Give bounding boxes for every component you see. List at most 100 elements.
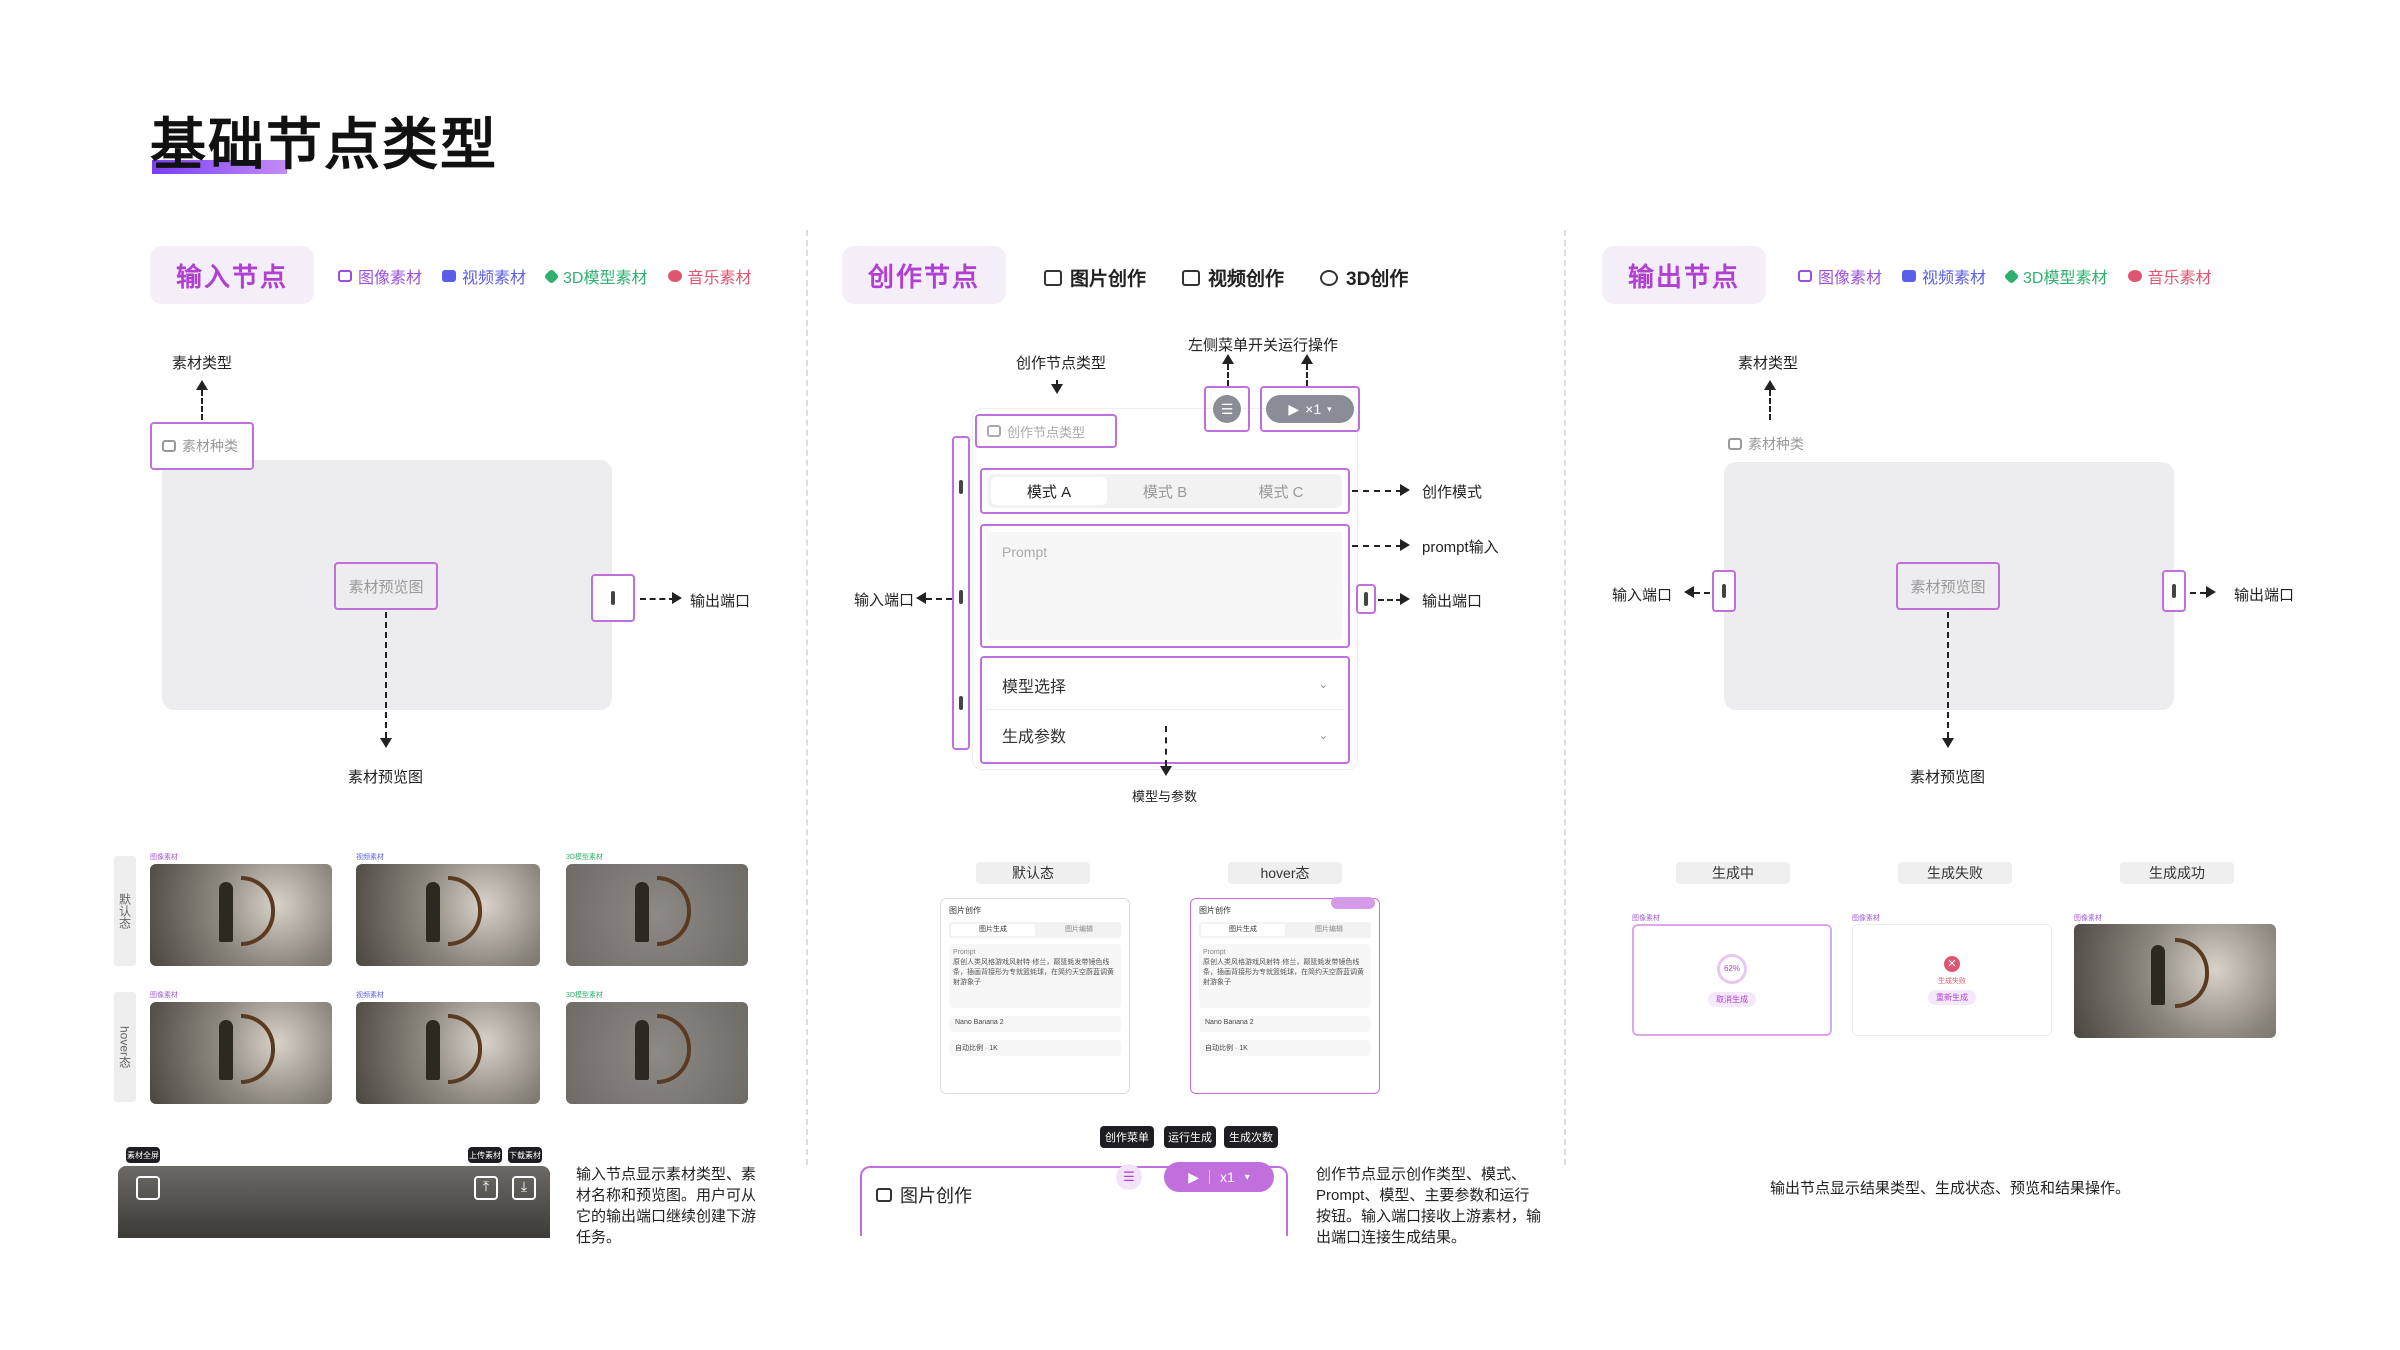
thumb-label-3d: 3D模型素材 [566,854,603,861]
tip-run-count: 生成次数 [1224,1126,1278,1148]
mini-tab-1[interactable]: 图片生成 [951,924,1035,936]
tab-mode-a[interactable]: 模式 A [991,477,1107,505]
input-port-bar[interactable] [959,590,963,604]
tip-upload: 上传素材 [468,1147,502,1163]
3d-thumbnail-hover[interactable] [566,1002,748,1104]
arrow-up [1764,380,1776,390]
thumb-label-image: 图像素材 [1852,915,1880,922]
output-port[interactable] [591,574,635,622]
mini-ratio[interactable]: 自动比例 · 1K [949,1040,1121,1056]
output-node-card[interactable] [1724,462,2174,710]
callout-prompt: prompt输入 [1422,539,1499,556]
hover-preview-strip: ⤒ ⤓ [118,1166,550,1238]
retry-button[interactable]: 重新生成 [1928,989,1976,1005]
tip-download: 下载素材 [508,1147,542,1163]
left-menu-rail[interactable] [952,436,970,750]
state-label-hover: hover态 [1228,862,1342,884]
download-icon[interactable]: ⤓ [512,1176,536,1200]
menu-icon[interactable]: ☰ [1213,395,1241,423]
arrow-up [1301,354,1313,364]
title-underline [152,160,287,174]
callout-line [1378,599,1402,601]
cube-icon [2003,268,2020,284]
video-thumbnail[interactable] [356,864,540,966]
tab-mode-b[interactable]: 模式 B [1142,483,1188,501]
play-icon: ▶ [1288,400,1300,417]
music-icon [2127,270,2142,282]
state-label-default: 默认态 [114,856,136,966]
legend-image: 图像素材 [338,264,422,288]
callout-line [1227,364,1229,386]
progress-ring: 62% [1717,953,1747,984]
image-icon [987,425,1001,437]
input-type-legend: 图像素材 视频素材 3D模型素材 音乐素材 [338,264,752,288]
callout-line [1056,380,1058,386]
mini-tabs: 图片生成 图片编辑 [949,922,1121,938]
fullscreen-icon[interactable] [136,1176,160,1200]
run-button[interactable]: ▶×1▾ [1266,395,1354,423]
arrow-right [1400,593,1410,605]
output-type-legend: 图像素材 视频素材 3D模型素材 音乐素材 [1798,264,2212,288]
arrow-down [1160,766,1172,776]
chevron-down-icon: ▾ [1327,403,1332,414]
mini-header: 图片创作 [949,906,981,915]
model-select[interactable]: 模型选择⌄ [986,660,1344,710]
tab-mode-c[interactable]: 模式 C [1258,483,1304,501]
image-icon [1728,438,1742,450]
output-generating-card[interactable]: 62% 取消生成 [1632,924,1832,1036]
video-icon [1902,270,1917,282]
prompt-input[interactable]: Prompt [988,532,1342,640]
3d-thumbnail[interactable] [566,864,748,966]
state-label-default: 默认态 [976,862,1090,884]
upload-icon[interactable]: ⤒ [474,1176,498,1200]
image-create-icon [876,1188,892,1202]
state-failed: 生成失败 [1898,862,2012,884]
callout-line [385,612,387,738]
cancel-button[interactable]: 取消生成 [1708,991,1756,1007]
mini-ratio[interactable]: 自动比例 · 1K [1199,1040,1371,1056]
callout-preview: 素材预览图 [1910,769,1986,786]
callout-line [1769,390,1771,420]
legend-video: 视频素材 [442,264,526,288]
create-output-port[interactable] [1356,584,1376,614]
callout-line [1352,545,1402,547]
mini-tab-2[interactable]: 图片编辑 [1065,926,1093,933]
video-thumbnail-hover[interactable] [356,1002,540,1104]
callout-output-port: 输出端口 [1422,593,1483,610]
node-type-label: 素材种类 [150,422,254,470]
arrow-down [1051,384,1063,394]
mini-tab-1[interactable]: 图片生成 [1201,924,1285,936]
image-thumbnail-hover[interactable] [150,1002,332,1104]
state-success: 生成成功 [2120,862,2234,884]
page-title: 基础节点类型 [150,113,498,176]
input-description: 输入节点显示素材类型、素材名称和预览图。用户可从它的输出端口继续创建下游任务。 [576,1166,757,1246]
image-thumbnail[interactable] [150,864,332,966]
legend-3d-create: 3D创作 [1320,264,1408,291]
menu-icon[interactable]: ☰ [1116,1164,1142,1190]
callout-line [1306,364,1308,386]
mini-tab-2[interactable]: 图片编辑 [1315,926,1343,933]
create-type-legend: 图片创作 视频创作 3D创作 [1044,264,1408,291]
input-port[interactable] [1712,570,1736,612]
mini-model[interactable]: Nano Banana 2 [949,1016,1121,1032]
image-create-icon [1044,269,1062,286]
output-port[interactable] [2162,570,2186,612]
callout-output-port: 输出端口 [690,593,751,610]
mini-run-button[interactable] [1331,897,1375,909]
output-success-thumbnail[interactable] [2074,924,2276,1038]
bottom-create-node[interactable]: 图片创作 ☰ ▶x1▾ [860,1162,1288,1236]
callout-line [1947,612,1949,738]
arrow-right [672,592,682,604]
preview-box: 素材预览图 [334,562,438,610]
output-failed-card[interactable]: ✕ 生成失败 重新生成 [1852,924,2052,1036]
legend-image-create: 图片创作 [1044,264,1146,291]
mini-model[interactable]: Nano Banana 2 [1199,1016,1371,1032]
callout-output-port: 输出端口 [2234,587,2295,604]
bottom-run-button[interactable]: ▶x1▾ [1164,1162,1274,1192]
input-node-card[interactable] [162,460,612,710]
tip-run: 运行生成 [1164,1126,1216,1148]
